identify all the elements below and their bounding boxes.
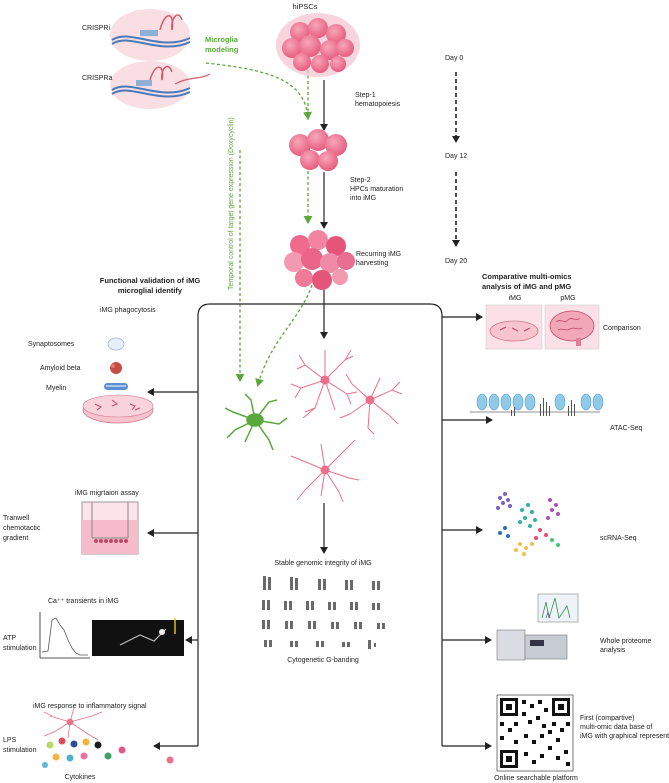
microglia-pink-small: [43, 707, 103, 741]
distribution-frame: [197, 290, 443, 746]
left-heading-line2: microglial identify: [118, 286, 183, 295]
online-platform-label: Online searchable platform: [494, 775, 578, 782]
calcium-trace-plot: [39, 612, 90, 659]
phagocytosis-dish-icon: [82, 394, 154, 424]
proteome-line1: Whole proteome: [600, 638, 651, 645]
recurring-line1: Recurring iMG: [356, 251, 401, 258]
calcium-label: Ca⁺⁺ transients in iMG: [48, 598, 119, 605]
hipscs-label: hiPSCs: [292, 2, 317, 11]
crispri-illustration: [110, 9, 191, 61]
synaptosome-icon: [107, 337, 125, 351]
day20-label: Day 20: [445, 258, 467, 265]
migration-label: iMG migrtaion assay: [75, 490, 139, 497]
left-heading-line1: Functional validation of iMG: [100, 276, 201, 285]
atp-line2: stimulation: [3, 645, 37, 652]
transwell-line1: Tranwell: [3, 515, 30, 522]
comparison-label: Comparison: [603, 325, 641, 332]
step2-line1: Step-2: [350, 177, 371, 184]
scrna-umap-icon: [496, 492, 560, 556]
crispra-label: CRISPRa: [82, 75, 112, 82]
hipsc-colony: [276, 13, 360, 77]
transwell-icon: [81, 501, 139, 555]
genomic-label: Stable genomic integrity of iMG: [274, 560, 371, 567]
lps-line2: stimulation: [3, 747, 37, 754]
qr-code-icon[interactable]: [496, 694, 574, 772]
proteome-line2: analysis: [600, 647, 626, 654]
cytokine-dots: [42, 737, 174, 768]
day12-label: Day 12: [445, 153, 467, 160]
microglia-modeling-line1: Microglia: [205, 35, 239, 44]
step1-line2: hematopoiesis: [355, 101, 401, 108]
green-arrow-crispr-to-step1: [205, 62, 313, 120]
myelin-icon: [104, 383, 128, 390]
karyotype-image: [262, 576, 385, 649]
temporal-control-label: Temporal control of target gene expressi…: [228, 117, 235, 290]
atac-label: ATAC-Seq: [610, 425, 643, 432]
first-db-line2: multi-omic data base of: [580, 724, 652, 731]
synaptosomes-label: Synaptosomes: [28, 341, 75, 348]
atac-seq-icon: [470, 393, 604, 416]
crispri-label: CRISPRi: [82, 25, 110, 32]
transwell-line2: chemotactic: [3, 525, 41, 532]
microglia-modeling-line2: modeling: [205, 45, 239, 54]
green-microglia-cell: [224, 393, 288, 451]
right-heading-line2: analysis of iMG and pMG: [482, 282, 571, 291]
amyloid-icon: [110, 362, 122, 374]
green-arrow-to-microglia: [255, 284, 313, 387]
right-heading-line1: Comparative multi-omics: [482, 272, 572, 281]
img-dish-icon: [485, 304, 543, 350]
calcium-image: [92, 618, 184, 656]
myelin-label: Myelin: [46, 385, 66, 392]
first-db-line1: First (compartive): [580, 715, 634, 722]
brain-icon: [544, 304, 600, 350]
step2-line3: into iMG: [350, 195, 376, 202]
step1-line1: Step-1: [355, 92, 376, 99]
scrna-label: scRNA-Seq: [600, 535, 637, 542]
transwell-line3: gradient: [3, 535, 28, 542]
pink-microglia-cluster: [290, 349, 403, 503]
pmg-label: pMG: [560, 295, 575, 302]
response-label: iMG response to inflammatory signal: [33, 703, 147, 710]
cytokines-label: Cytokines: [65, 774, 96, 781]
phagocytosis-label: iMG phagocytosis: [100, 307, 156, 314]
amyloid-label: Amyloid beta: [40, 365, 81, 372]
img-label: iMG: [509, 295, 522, 302]
first-db-line3: iMG with graphical representation: [580, 733, 669, 740]
atp-line1: ATP: [3, 635, 16, 642]
lps-line1: LPS: [3, 737, 17, 744]
img-cell-cluster: [284, 230, 355, 290]
crispra-illustration: [110, 61, 211, 109]
recurring-line2: harvesting: [356, 260, 388, 267]
step2-line2: HPCs maturation: [350, 186, 403, 193]
mass-spec-icon: [496, 593, 579, 661]
day0-label: Day 0: [445, 55, 463, 62]
gbanding-label: Cytogenetic G-banding: [287, 657, 359, 664]
hpc-cells: [289, 129, 347, 171]
